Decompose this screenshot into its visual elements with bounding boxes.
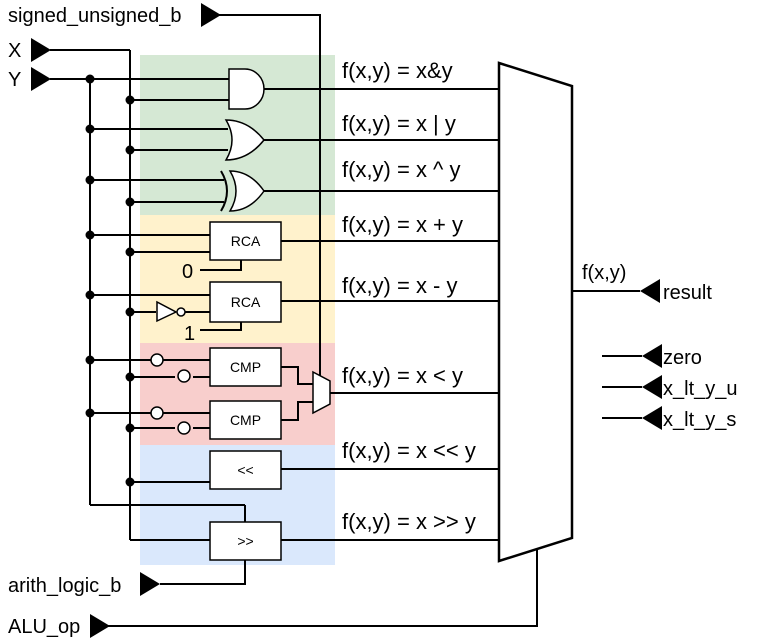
func-or: f(x,y) = x | y bbox=[342, 111, 456, 136]
cmp-signed-block bbox=[209, 400, 282, 440]
x-lt-y-s-port-icon bbox=[642, 406, 662, 430]
main-mux bbox=[497, 61, 574, 563]
signed-unsigned-port-icon bbox=[201, 3, 221, 27]
and-gate bbox=[228, 68, 265, 110]
y-port-icon bbox=[31, 67, 51, 91]
signed-unsigned-label: signed_unsigned_b bbox=[8, 5, 182, 27]
result-port-icon bbox=[640, 279, 660, 303]
func-sll: f(x,y) = x << y bbox=[342, 438, 476, 463]
cmp-unsigned-label: CMP bbox=[230, 359, 261, 375]
xor-gate-arc bbox=[220, 170, 228, 212]
x-label: X bbox=[8, 40, 21, 62]
x-lt-y-s-label: x_lt_y_s bbox=[663, 409, 736, 431]
func-lt: f(x,y) = x < y bbox=[342, 363, 463, 388]
rca-add-block bbox=[209, 221, 282, 261]
cloud-icons bbox=[150, 353, 191, 435]
shift-left-label: << bbox=[237, 462, 253, 478]
cmp-mux bbox=[312, 370, 331, 415]
carry-in-sub: 1 bbox=[184, 323, 195, 345]
zero-label: zero bbox=[663, 347, 702, 369]
func-sub: f(x,y) = x - y bbox=[342, 273, 458, 298]
signed-unsigned-wire bbox=[215, 14, 321, 376]
alu-op-wire bbox=[108, 550, 538, 627]
inverter-triangle bbox=[156, 300, 178, 323]
func-xor: f(x,y) = x ^ y bbox=[342, 157, 461, 182]
cmp-unsigned-block bbox=[209, 347, 282, 387]
func-add: f(x,y) = x + y bbox=[342, 212, 463, 237]
x-lt-y-u-label: x_lt_y_u bbox=[663, 378, 738, 400]
shift-right-label: >> bbox=[237, 533, 253, 549]
y-taps bbox=[90, 128, 228, 483]
x-port-icon bbox=[31, 38, 51, 62]
zero-port-icon bbox=[642, 344, 662, 368]
arith-logic-label: arith_logic_b bbox=[8, 575, 121, 597]
inverter-bubble bbox=[176, 307, 186, 317]
carry-in-add: 0 bbox=[182, 261, 193, 283]
alu-op-label: ALU_op bbox=[8, 616, 80, 638]
arith-logic-port-icon bbox=[140, 572, 160, 596]
arith-logic-wire bbox=[160, 560, 246, 585]
xor-gate bbox=[228, 170, 265, 212]
func-and: f(x,y) = x&y bbox=[342, 58, 453, 83]
func-srl: f(x,y) = x >> y bbox=[342, 509, 476, 534]
junction-dots bbox=[85, 74, 135, 487]
rca-sub-block bbox=[209, 281, 282, 323]
alu-op-port-icon bbox=[90, 614, 110, 638]
y-label: Y bbox=[8, 69, 21, 91]
result-label: result bbox=[663, 282, 712, 304]
rca-sub-label: RCA bbox=[231, 294, 261, 310]
mux-output-label: f(x,y) bbox=[582, 262, 626, 284]
or-gate bbox=[224, 119, 265, 161]
x-lt-y-u-port-icon bbox=[642, 375, 662, 399]
cmp-signed-label: CMP bbox=[230, 412, 261, 428]
rca-add-label: RCA bbox=[231, 233, 261, 249]
